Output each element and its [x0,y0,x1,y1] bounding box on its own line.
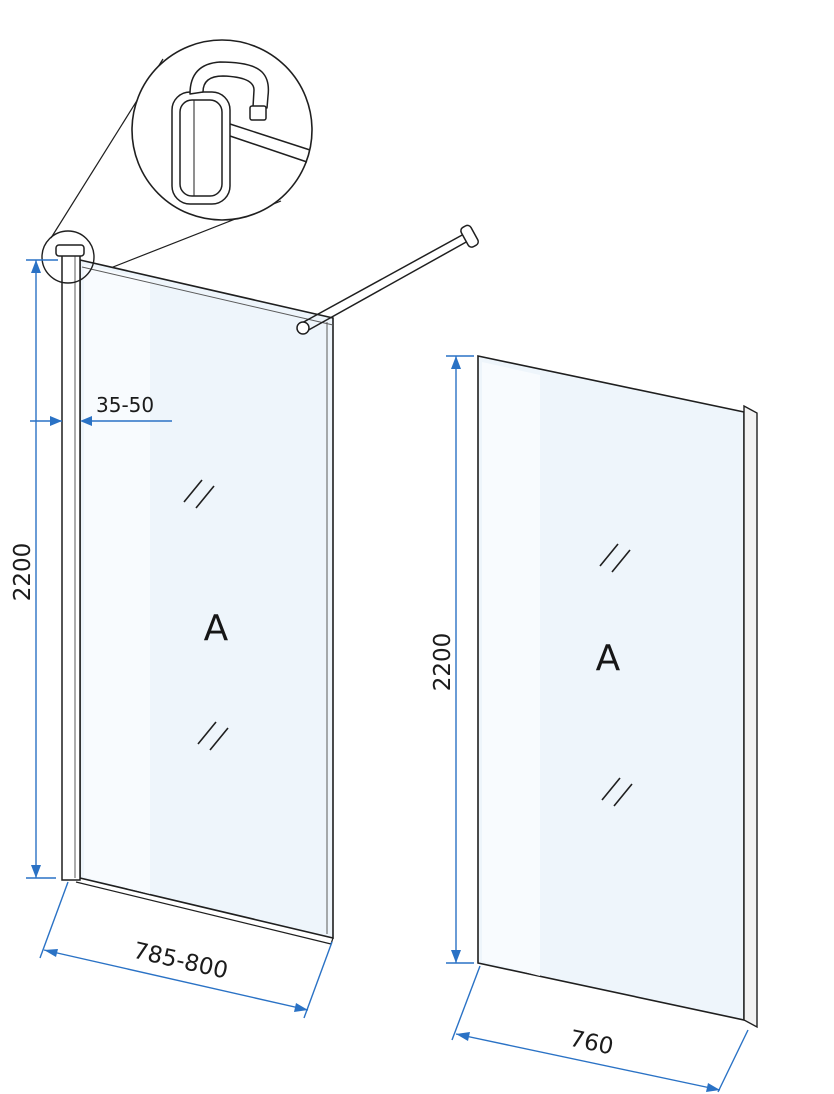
support-arm-glass-clamp [296,321,310,335]
detail-wall-profile-section [171,61,270,205]
detail-view [50,39,313,279]
support-arm-edge [299,233,465,325]
front-width-dimension [39,881,333,1019]
glass-reflection-mark [601,777,633,807]
extension-line [717,1029,749,1093]
dimension-arrowheads [44,949,308,1012]
support-arm [296,224,479,335]
support-arm-edge [304,240,469,333]
side-width-label: 760 [567,1026,615,1061]
front-height-label: 2200 [10,543,36,602]
extension-line [303,941,333,1019]
side-glass-marker: A [596,638,621,679]
extension-line [451,965,481,1041]
front-height-dimension [26,259,58,879]
glass-thickness-line [75,881,332,945]
dimension-arrowheads [31,260,41,878]
front-view: A 2200 35-50 [10,224,479,1019]
profile-body-inner-outline [179,99,223,197]
side-view: A 2200 [430,355,758,1093]
front-width-label: 785-800 [131,938,230,985]
wall-profile [55,244,85,881]
support-arm-wall-mount [460,224,479,248]
side-height-dimension [446,355,474,964]
glass-pane-edge [229,135,308,163]
profile-depth-dimension [30,416,172,426]
glass-reflection-mark [183,479,215,509]
profile-clamp-block [249,105,267,121]
dimension-line [455,1033,721,1091]
extension-line [39,881,69,959]
glass-reflection-mark [599,543,631,573]
side-width-dimension [451,965,749,1093]
side-height-label: 2200 [430,633,456,692]
side-edge-profile [743,404,758,1029]
glass-thickness-line [81,266,334,326]
glass-highlight [84,265,150,894]
dimension-arrowheads [451,356,461,963]
wall-profile-top-cap [55,244,85,257]
glass-reflection-mark [197,721,229,751]
detail-reference-circle [41,230,95,284]
profile-depth-label: 35-50 [96,393,154,417]
profile-clamp-hook [189,61,270,109]
detail-glass-section [229,123,311,163]
glass-pane-edge [229,123,311,151]
dimension-line [43,949,309,1011]
wall-profile-body [61,252,81,881]
dimension-arrowheads [456,1032,720,1092]
dimension-arrowheads [50,416,92,426]
front-glass-marker: A [204,608,229,649]
glass-highlight [482,362,540,976]
